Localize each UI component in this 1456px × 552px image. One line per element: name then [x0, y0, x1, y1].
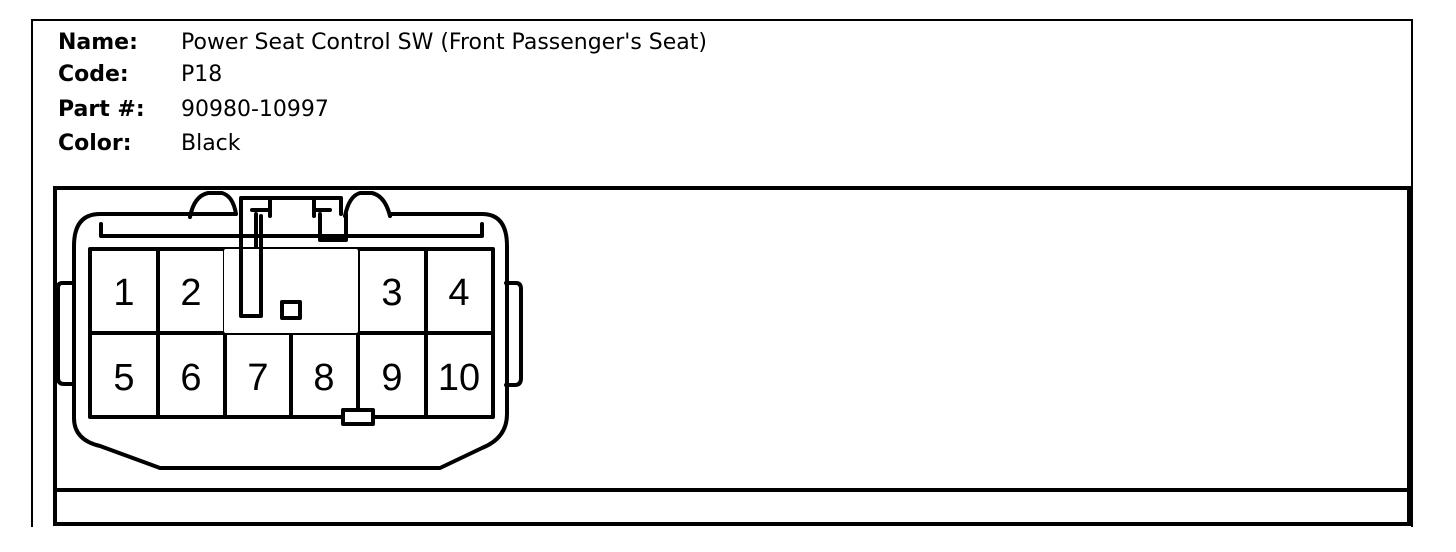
connector-inner-rail: [99, 222, 484, 238]
diagram-frame: [53, 186, 1411, 526]
code-value: P18: [181, 62, 223, 87]
connector-small-key: [280, 300, 302, 320]
connector-bottom-key: [341, 408, 375, 426]
diagram-divider: [55, 488, 1409, 492]
code-label: Code:: [58, 62, 129, 87]
connector-right-latch: [504, 281, 523, 387]
connector-left-latch: [56, 281, 75, 386]
pin-label: 8: [313, 357, 334, 399]
name-label: Name:: [58, 30, 138, 55]
color-value: Black: [181, 131, 241, 156]
pin-label: 3: [381, 272, 402, 314]
pin-label: 10: [438, 357, 480, 399]
pin-label: 1: [113, 272, 134, 314]
name-value: Power Seat Control SW (Front Passenger's…: [181, 30, 707, 55]
part-label: Part #:: [58, 97, 145, 122]
pin-label: 5: [113, 357, 134, 399]
pin-label: 6: [180, 357, 201, 399]
pin-label: 9: [381, 357, 402, 399]
outer-frame: [31, 19, 1413, 527]
connector-top-tab-right: [343, 191, 392, 218]
connector-lock-block: [239, 196, 343, 216]
color-label: Color:: [58, 131, 132, 156]
pin-label: 7: [247, 357, 268, 399]
part-value: 90980-10997: [181, 97, 329, 122]
pin-label: 4: [448, 272, 469, 314]
pin-label: 2: [180, 272, 201, 314]
connector-center-post: [239, 214, 263, 318]
connector-housing: [72, 212, 509, 470]
connector-top-tab-left: [188, 191, 238, 219]
